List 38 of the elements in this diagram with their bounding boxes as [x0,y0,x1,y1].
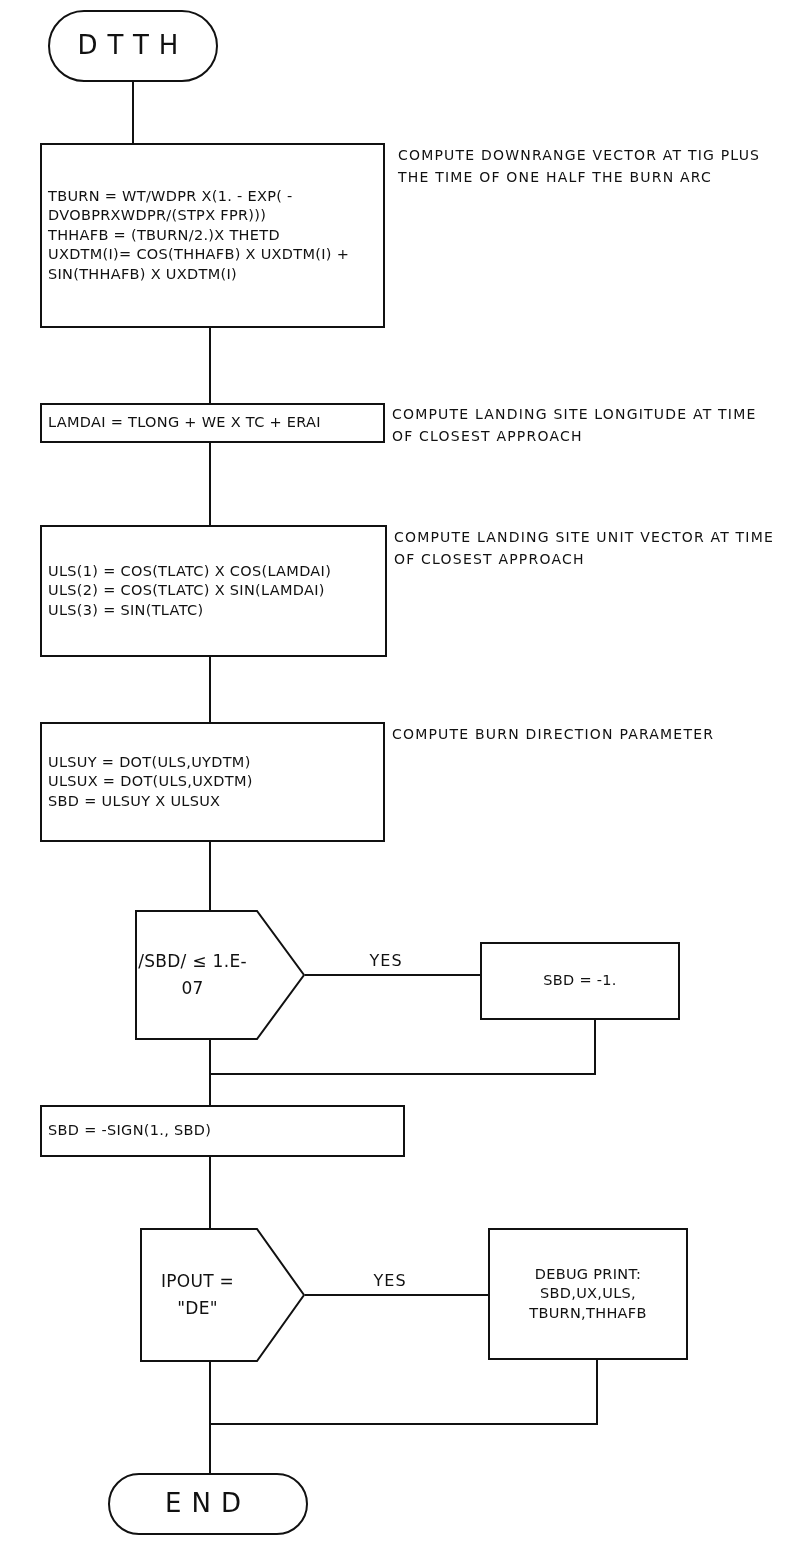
process-box [40,143,385,328]
connector-line [209,841,211,911]
statement-text: DTTH [77,29,189,63]
connector-line [209,656,211,723]
connector-line [304,974,481,976]
statement-text: /SBD/ ≤ 1.E-07 [137,949,248,1000]
statement-text: SBD = -SIGN(1., SBD) [48,1121,213,1141]
comment-text: COMPUTE DOWNRANGE VECTOR AT TIG PLUS THE TIME OF ONE HALF THE BURN ARC [398,146,762,187]
output-box [488,1228,688,1360]
comment-text: COMPUTE LANDING SITE LONGITUDE AT TIME OF CLOSEST APPROACH [392,405,758,446]
process-box [40,403,385,443]
process-box [40,1105,405,1157]
statement-text: ULSUX = DOT(ULS,UXDTM) [48,772,254,792]
statement-text: LAMDAI = TLONG + WE X TC + ERAI [48,413,322,433]
statement-text: TBURN = WT/WDPR X(1. - EXP( -DVOBPRXWDPR/(STPX FPR))) [48,186,294,226]
process-box [40,525,387,657]
statement-text: SBD = -1. [542,971,618,991]
connector-line [209,442,211,526]
statement-text: ULSUY = DOT(ULS,UYDTM) [48,752,252,772]
process-box [480,942,680,1020]
statement-text: END [165,1487,251,1521]
statement-text: THHAFB = (TBURN/2.)X THETD [48,225,281,245]
decision-shape [140,1228,305,1362]
connector-line [304,1294,489,1296]
process-box [40,722,385,842]
connector-line [209,1156,211,1229]
connector-line [209,327,211,404]
statement-text: SBD = ULSUY X ULSUX [48,791,222,811]
comment-text: COMPUTE BURN DIRECTION PARAMETER [392,725,716,744]
decision-shape [135,910,305,1040]
statement-text: DEBUG PRINT: SBD,UX,ULS, TBURN,THHAFB [528,1264,648,1323]
statement-text: IPOUT = "DE" [159,1269,236,1320]
connector-line [132,81,134,144]
statement-text: ULS(2) = COS(TLATC) X SIN(LAMDAI) [48,581,326,601]
statement-text: ULS(1) = COS(TLATC) X COS(LAMDAI) [48,561,333,581]
statement-text: ULS(3) = SIN(TLATC) [48,600,205,620]
statement-text: UXDTM(I)= COS(THHAFB) X UXDTM(I) + SIN(THHAFB) X UXDTM(I) [48,245,351,284]
comment-text: COMPUTE LANDING SITE UNIT VECTOR AT TIME OF CLOSEST APPROACH [394,528,776,569]
